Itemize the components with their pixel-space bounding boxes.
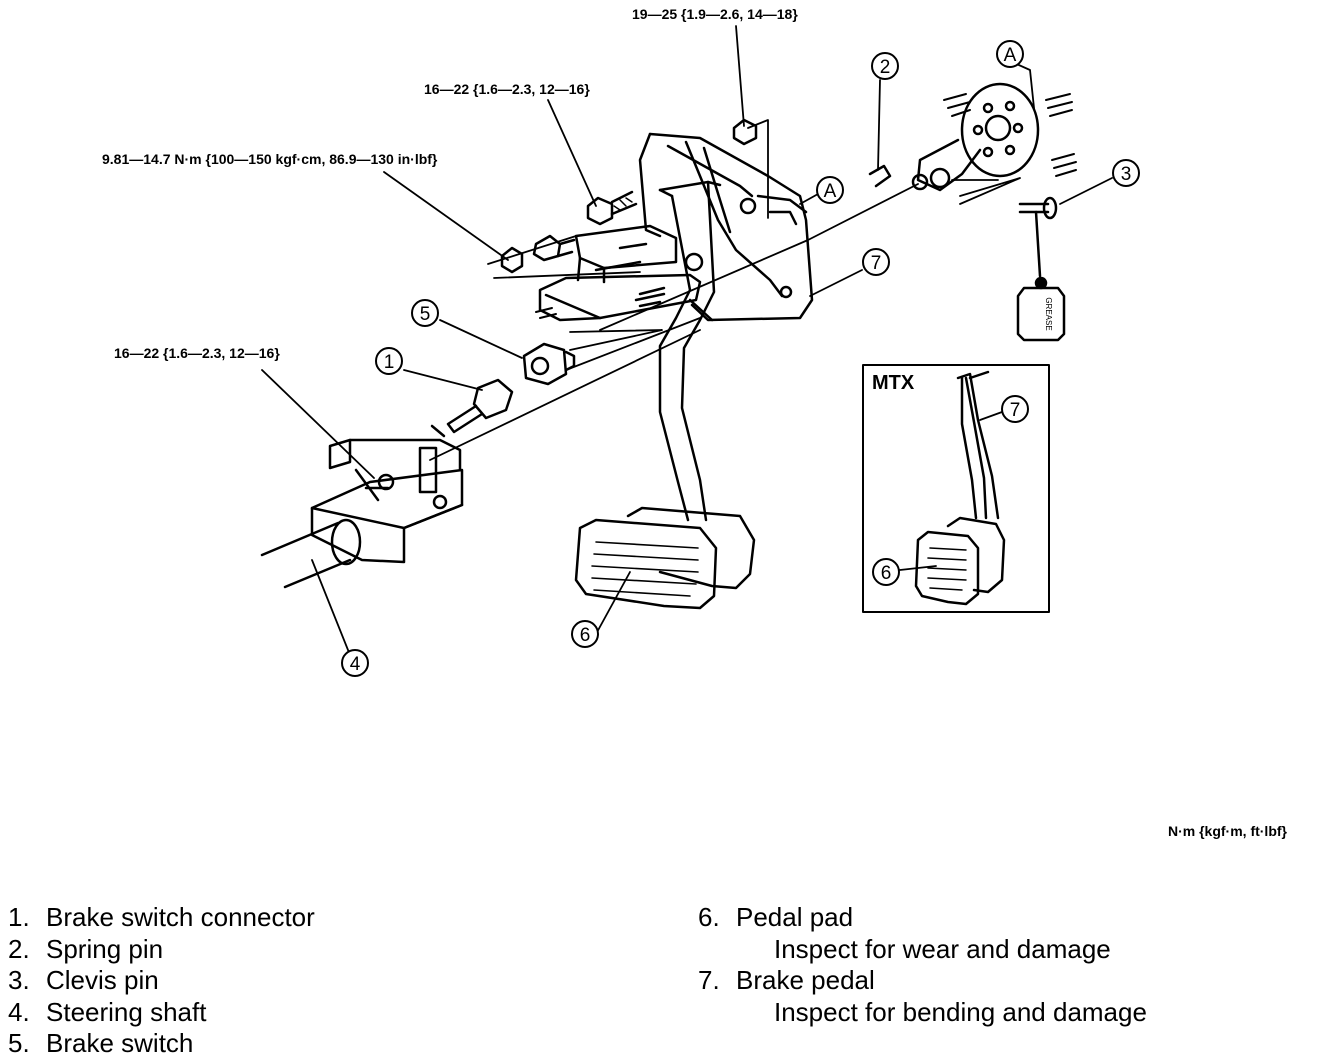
torque-units-note: N·m {kgf·m, ft·lbf} [1168, 823, 1287, 839]
callout-6-inset: 6 [872, 558, 900, 586]
callout-5: 5 [411, 299, 439, 327]
mtx-inset [862, 364, 1050, 613]
legend-item-7-note: Inspect for bending and damage [774, 996, 1147, 1027]
torque-spec-bracket-bolt: 16—22 {1.6—2.3, 12—16} [424, 81, 590, 97]
svg-text:7: 7 [871, 253, 882, 274]
assembly-lines [429, 119, 1021, 461]
torque-spec-nut: 9.81—14.7 N·m {100—150 kgf·cm, 86.9—130 … [102, 151, 438, 167]
brake-booster-flange [868, 82, 1040, 192]
grease-label: GREASE [1044, 297, 1053, 330]
svg-text:2: 2 [880, 57, 891, 78]
callout-1: 1 [375, 347, 403, 375]
legend-item-7: 7.Brake pedal [698, 965, 875, 995]
legend-item-5: 5.Brake switch [8, 1028, 194, 1058]
callouts: 1 2 3 4 5 6 7 7 [341, 40, 1140, 677]
svg-text:4: 4 [350, 654, 361, 675]
callout-7-inset: 7 [1001, 395, 1029, 423]
brake-switch [522, 342, 576, 386]
bolts [500, 93, 1077, 319]
pedal-bracket [538, 132, 814, 322]
legend-item-6-note: Inspect for wear and damage [774, 933, 1111, 964]
svg-text:1: 1 [384, 352, 395, 373]
legend-item-3: 3.Clevis pin [8, 965, 159, 995]
callout-6: 6 [571, 620, 599, 648]
leader-lines [261, 25, 1113, 661]
svg-text:6: 6 [580, 625, 591, 646]
svg-text:7: 7 [1010, 400, 1021, 421]
torque-spec-column-bolt: 16—22 {1.6—2.3, 12—16} [114, 345, 280, 361]
pedal-pads [574, 506, 756, 610]
brake-pedal-arm [658, 180, 722, 522]
torque-spec-top: 19—25 {1.9—2.6, 14—18} [632, 6, 798, 22]
steering-shaft [260, 438, 464, 589]
legend-left: 1.Brake switch connector 2.Spring pin 3.… [8, 902, 315, 1060]
legend-right: 6.Pedal pad Inspect for wear and damage … [698, 902, 1147, 1028]
callout-3: 3 [1112, 159, 1140, 187]
legend-item-2: 2.Spring pin [8, 933, 164, 964]
callout-2: 2 [871, 52, 899, 80]
callout-a-bracket: A [816, 176, 844, 204]
svg-text:A: A [824, 181, 837, 202]
brake-switch-connector [430, 378, 514, 438]
svg-text:3: 3 [1121, 164, 1132, 185]
svg-text:6: 6 [881, 563, 892, 584]
callout-7: 7 [862, 248, 890, 276]
svg-text:5: 5 [420, 304, 431, 325]
svg-text:A: A [1004, 45, 1017, 66]
callout-4: 4 [341, 649, 369, 677]
mtx-inset-label: MTX [872, 372, 915, 394]
legend-item-4: 4.Steering shaft [8, 996, 207, 1027]
callout-a-booster: A [996, 40, 1024, 68]
legend-item-6: 6.Pedal pad [698, 902, 854, 932]
legend-item-1: 1.Brake switch connector [8, 902, 315, 932]
brake-pedal-exploded-diagram: 1 2 3 4 5 6 7 7 [260, 25, 1140, 677]
clevis-pin-and-grease [1016, 196, 1066, 342]
